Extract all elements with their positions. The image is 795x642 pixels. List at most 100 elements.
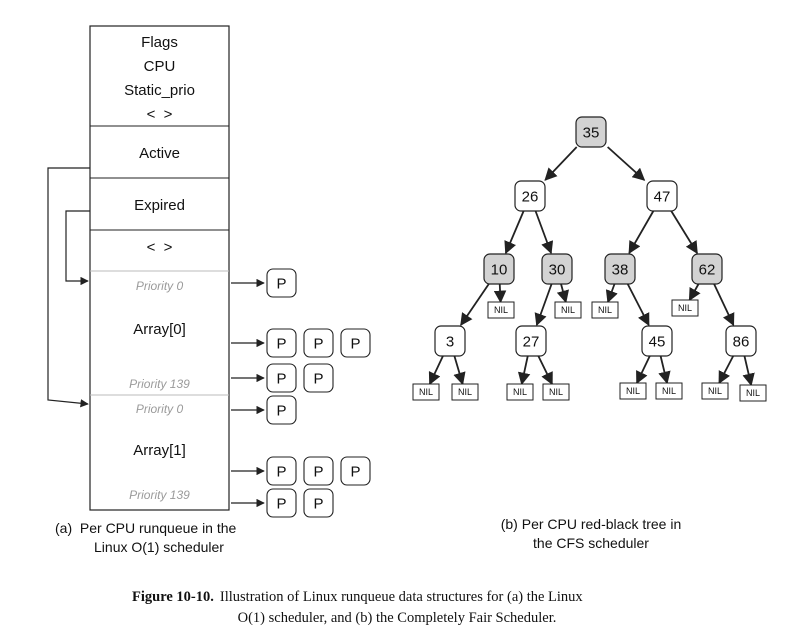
tree-edge bbox=[670, 210, 698, 255]
tree-node-key: 35 bbox=[583, 125, 600, 142]
tree-node-10 bbox=[483, 253, 515, 285]
nil-label: NIL bbox=[419, 387, 433, 397]
tree-node-62 bbox=[691, 253, 723, 285]
tree-node-key: 10 bbox=[491, 262, 508, 279]
tree-edges bbox=[428, 146, 755, 387]
process-label: P bbox=[276, 276, 286, 293]
process-box bbox=[303, 488, 334, 518]
process-label: P bbox=[276, 403, 286, 420]
tree-edge bbox=[460, 283, 490, 327]
tree-node-key: 38 bbox=[612, 262, 629, 279]
process-label: P bbox=[313, 371, 323, 388]
list-marker-label: < > bbox=[147, 106, 173, 123]
tree-edge bbox=[453, 355, 466, 386]
active-pointer-arrow bbox=[47, 167, 90, 408]
process-box bbox=[266, 488, 297, 518]
tree-edge bbox=[718, 355, 734, 385]
tree-node-38 bbox=[604, 253, 636, 285]
tree-edge bbox=[504, 210, 525, 255]
process-label: P bbox=[276, 496, 286, 513]
tree-edge bbox=[607, 146, 646, 181]
nil-label: NIL bbox=[513, 387, 527, 397]
nil-leaf bbox=[554, 301, 582, 319]
process-label: P bbox=[313, 336, 323, 353]
nil-label: NIL bbox=[746, 388, 760, 398]
tree-edge bbox=[537, 355, 553, 386]
active-label: Active bbox=[139, 145, 180, 162]
nil-label: NIL bbox=[549, 387, 563, 397]
tree-node-47 bbox=[646, 180, 678, 212]
tree-edge bbox=[713, 283, 735, 327]
runqueue-diagram: Flags CPU Static_prio < > Active Expired… bbox=[47, 25, 371, 555]
caption-a-line2: Linux O(1) scheduler bbox=[94, 539, 224, 555]
nil-leaf bbox=[487, 301, 515, 319]
priority-0-label: Priority 0 bbox=[136, 402, 184, 416]
caption-b-line1: (b) Per CPU red-black tree in bbox=[501, 516, 682, 532]
flags-label: Flags bbox=[141, 34, 178, 51]
process-box bbox=[303, 456, 334, 486]
nil-leaf bbox=[739, 384, 767, 402]
list-marker-label: < > bbox=[147, 239, 173, 256]
tree-node-3 bbox=[434, 325, 466, 357]
tree-edge bbox=[658, 355, 671, 385]
nil-label: NIL bbox=[708, 386, 722, 396]
tree-node-key: 86 bbox=[733, 334, 750, 351]
nil-leaf bbox=[412, 383, 440, 401]
tree-node-key: 3 bbox=[446, 334, 454, 351]
tree-node-26 bbox=[514, 180, 546, 212]
caption-a-line1: (a) Per CPU runqueue in the bbox=[55, 520, 237, 536]
cpu-label: CPU bbox=[144, 58, 176, 75]
nil-label: NIL bbox=[662, 386, 676, 396]
nil-label: NIL bbox=[626, 386, 640, 396]
tree-node-27 bbox=[515, 325, 547, 357]
process-box bbox=[303, 363, 334, 393]
nil-label: NIL bbox=[598, 305, 612, 315]
process-label: P bbox=[350, 336, 360, 353]
tree-edge bbox=[605, 283, 618, 304]
tree-node-key: 62 bbox=[699, 262, 716, 279]
process-label: P bbox=[313, 464, 323, 481]
runqueue-box bbox=[89, 25, 230, 511]
tree-edge bbox=[636, 355, 651, 385]
nil-label: NIL bbox=[678, 303, 692, 313]
nil-leaf bbox=[655, 382, 683, 400]
process-box bbox=[340, 456, 371, 486]
priority-139-label: Priority 139 bbox=[129, 377, 190, 391]
tree-edge bbox=[628, 210, 655, 255]
static-prio-label: Static_prio bbox=[124, 82, 195, 99]
process-label: P bbox=[313, 496, 323, 513]
tree-node-86 bbox=[725, 325, 757, 357]
process-box bbox=[266, 268, 297, 298]
tree-edge bbox=[493, 283, 507, 304]
process-box bbox=[266, 456, 297, 486]
tree-node-key: 47 bbox=[654, 189, 671, 206]
process-label: P bbox=[276, 464, 286, 481]
array-0-label: Array[0] bbox=[133, 321, 186, 338]
process-box bbox=[266, 395, 297, 425]
priority-0-label: Priority 0 bbox=[136, 279, 184, 293]
process-label: P bbox=[276, 371, 286, 388]
tree-node-35 bbox=[575, 116, 607, 148]
figure-caption-text: Illustration of Linux runqueue data stru… bbox=[220, 589, 584, 605]
nil-leaf bbox=[451, 383, 479, 401]
nil-leaf bbox=[619, 382, 647, 400]
tree-edge bbox=[544, 146, 578, 181]
process-label: P bbox=[276, 336, 286, 353]
tree-node-key: 26 bbox=[522, 189, 539, 206]
nil-leaf bbox=[542, 383, 570, 401]
process-box bbox=[303, 328, 334, 358]
priority-139-label: Priority 139 bbox=[129, 488, 190, 502]
figure-number: Figure 10-10. bbox=[132, 589, 214, 605]
nil-label: NIL bbox=[494, 305, 508, 315]
tree-edge bbox=[742, 355, 755, 387]
tree-edge bbox=[534, 210, 554, 255]
array-1-label: Array[1] bbox=[133, 442, 186, 459]
figure-caption-line2: O(1) scheduler, and (b) the Completely F… bbox=[238, 610, 557, 626]
process-box bbox=[266, 363, 297, 393]
tree-edge bbox=[534, 283, 553, 327]
process-label: P bbox=[350, 464, 360, 481]
